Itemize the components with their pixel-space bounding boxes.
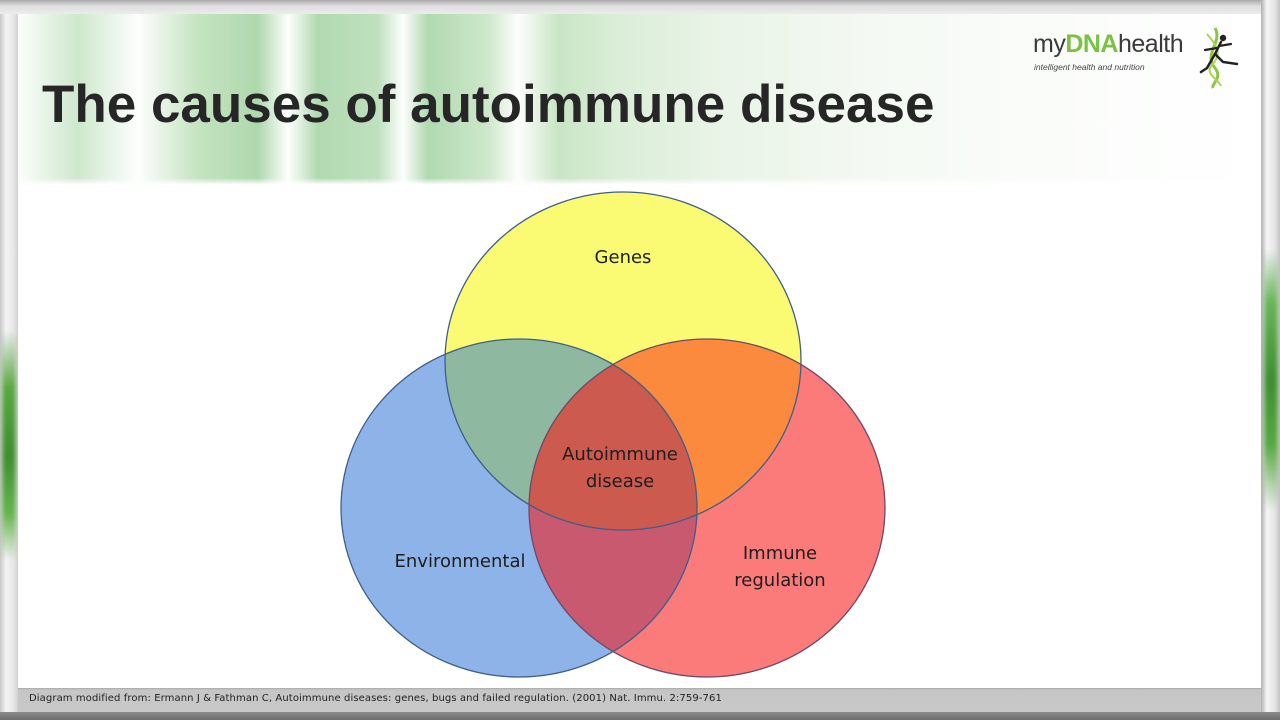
frame-top-edge [0,0,1280,14]
label-autoimmune-disease: Autoimmune disease [550,441,690,495]
label-environmental: Environmental [394,551,526,572]
label-immune-line1: Immune [742,543,818,564]
frame-right-decoration [1264,250,1278,510]
logo-tagline: intelligent health and nutrition [1034,62,1145,72]
label-immune-line2: regulation [734,570,826,591]
citation-text: Diagram modified from: Ermann J & Fathma… [29,693,722,704]
label-genes: Genes [594,247,652,268]
logo-wordmark: myDNAhealth [1033,30,1184,59]
logo-suffix: health [1118,30,1184,58]
label-immune-regulation: Immune regulation [715,540,845,594]
logo-highlight: DNA [1065,30,1118,58]
venn-diagram [340,191,886,678]
slide-title: The causes of autoimmune disease [42,75,935,134]
outline-environmental [340,338,698,678]
outline-immune [528,338,886,678]
logo-prefix: my [1033,30,1066,58]
outline-genes [444,191,802,531]
frame-bottom-edge [0,712,1280,720]
frame-left-decoration [2,330,16,560]
citation-footer: Diagram modified from: Ermann J & Fathma… [18,688,1261,712]
slide: The causes of autoimmune disease myDNAhe… [18,14,1261,688]
label-center-line1: Autoimmune [562,444,678,465]
slide-header-background [18,14,1261,184]
running-figure-dna-icon [1199,27,1239,89]
label-center-line2: disease [585,471,655,492]
brand-logo: myDNAhealth intelligent health and nutri… [1033,24,1248,90]
